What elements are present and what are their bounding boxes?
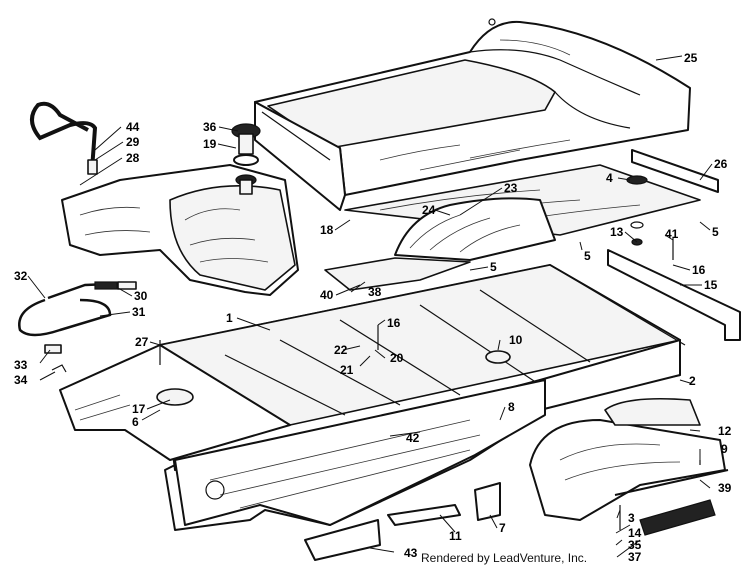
callout-1: 1 xyxy=(226,311,233,325)
callout-33: 33 xyxy=(14,358,28,372)
callout-16-right: 16 xyxy=(692,263,706,277)
callout-25: 25 xyxy=(684,51,698,65)
callout-31: 31 xyxy=(132,305,146,319)
callout-19: 19 xyxy=(203,137,217,151)
fuel-tank xyxy=(61,164,299,296)
callout-30: 30 xyxy=(134,289,148,303)
callouts: 25 44 29 28 36 19 26 4 5 23 24 18 13 41 … xyxy=(14,51,732,564)
callout-18: 18 xyxy=(320,223,334,237)
tunnel-rail xyxy=(607,249,741,341)
callout-40: 40 xyxy=(320,288,334,302)
callout-2: 2 xyxy=(689,374,696,388)
callout-26: 26 xyxy=(714,157,728,171)
callout-44: 44 xyxy=(126,120,140,134)
tunnel xyxy=(159,264,686,531)
callout-38: 38 xyxy=(368,285,382,299)
brackets xyxy=(304,482,501,561)
fuel-line xyxy=(18,281,137,373)
rear-flap xyxy=(529,397,729,521)
callout-36: 36 xyxy=(203,120,217,134)
credit-text: Rendered by LeadVenture, Inc. xyxy=(421,551,588,565)
inner-fender xyxy=(394,197,556,261)
callout-6: 6 xyxy=(132,415,139,429)
callout-35: 35 xyxy=(628,538,642,552)
callout-13: 13 xyxy=(610,225,624,239)
callout-5-mid: 5 xyxy=(584,249,591,263)
callout-32: 32 xyxy=(14,269,28,283)
callout-4: 4 xyxy=(606,171,613,185)
callout-43: 43 xyxy=(404,546,418,560)
callout-23: 23 xyxy=(504,181,518,195)
tunnel-side xyxy=(174,379,546,526)
callout-42: 42 xyxy=(406,431,420,445)
callout-27: 27 xyxy=(135,335,149,349)
callout-5-right: 5 xyxy=(712,225,719,239)
reflector xyxy=(639,499,716,536)
callout-9: 9 xyxy=(721,442,728,456)
callout-37: 37 xyxy=(628,550,642,564)
callout-39: 39 xyxy=(718,481,732,495)
callout-7: 7 xyxy=(499,521,506,535)
callout-14: 14 xyxy=(628,526,642,540)
footrest-flap xyxy=(324,257,471,291)
callout-29: 29 xyxy=(126,135,140,149)
callout-34: 34 xyxy=(14,373,28,387)
hardware xyxy=(159,175,701,530)
fuel-cap xyxy=(231,123,261,195)
callout-8: 8 xyxy=(508,400,515,414)
vent-hose xyxy=(30,101,98,175)
callout-15: 15 xyxy=(704,278,718,292)
callout-17: 17 xyxy=(132,402,146,416)
callout-41: 41 xyxy=(665,227,679,241)
callout-10: 10 xyxy=(509,333,523,347)
callout-24: 24 xyxy=(422,203,436,217)
callout-16-center: 16 xyxy=(387,316,401,330)
callout-3: 3 xyxy=(628,511,635,525)
callout-28: 28 xyxy=(126,151,140,165)
callout-5-center: 5 xyxy=(490,260,497,274)
callout-12: 12 xyxy=(718,424,732,438)
callout-21: 21 xyxy=(340,363,354,377)
callout-22: 22 xyxy=(334,343,348,357)
callout-11: 11 xyxy=(449,529,462,543)
callout-20: 20 xyxy=(390,351,404,365)
